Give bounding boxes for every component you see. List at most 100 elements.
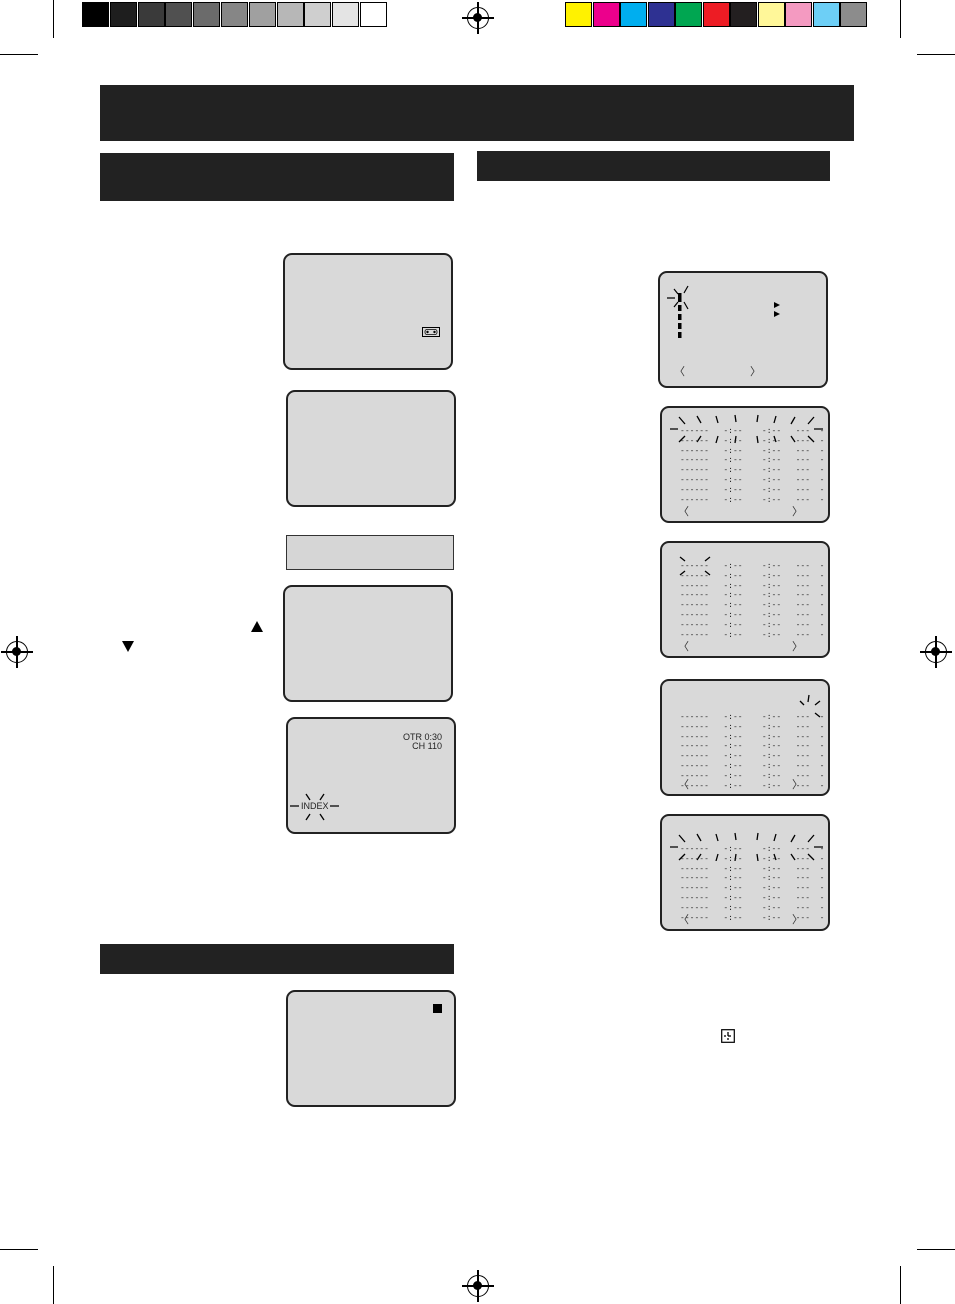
crop-mark [53, 0, 54, 38]
timer-grid-row: ------ -:-- -:-- --- - [680, 873, 825, 883]
left-section-heading-bar [100, 153, 454, 201]
color-swatch [592, 2, 620, 27]
registration-mark-icon [462, 2, 494, 34]
color-swatch [675, 2, 702, 27]
bracket-right: 〉 [792, 778, 803, 791]
otr-time-label: OTR 0:30 [402, 732, 442, 742]
crop-mark [917, 1249, 955, 1250]
gray-swatch [193, 2, 221, 27]
timer-grid-row: ------ -:-- -:-- --- - [680, 474, 825, 484]
channel-label: CH 110 [412, 741, 442, 751]
bracket-right: 〉 [792, 913, 803, 926]
timer-grid-row: ------ -:-- -:-- --- - [680, 629, 825, 639]
gray-swatch [360, 2, 387, 27]
timer-grid-row: ------ -:-- -:-- --- - [680, 912, 825, 922]
timer-grid-row: ------ -:-- -:-- --- - [680, 570, 825, 580]
registration-mark-icon [1, 636, 33, 668]
color-swatch [565, 2, 592, 27]
timer-grid-row: ------ -:-- -:-- --- - [680, 590, 825, 600]
bracket-left: 〈 [678, 640, 689, 653]
crop-mark [0, 54, 38, 55]
timer-grid-row: ------ -:-- -:-- --- - [680, 844, 825, 853]
crop-mark [900, 0, 901, 38]
tv-screen-2 [286, 390, 456, 507]
gray-swatch [332, 2, 360, 27]
tv-screen-timer-3: ------ -:-- -:-- --- ------- -:-- -:-- -… [660, 679, 830, 796]
tv-screen-timer-1: ------ -:-- -:-- --- ------- -:-- -:-- -… [660, 406, 830, 523]
timer-grid-row: ------ -:-- -:-- --- - [680, 445, 825, 455]
bracket-left: 〈 [678, 505, 689, 518]
timer-grid-row: ------ -:-- -:-- --- - [680, 609, 825, 619]
bracket-right: 〉 [792, 505, 803, 518]
timer-grid-row: ------ -:-- -:-- --- - [680, 892, 825, 902]
crop-mark [53, 1266, 54, 1304]
gray-swatch [137, 2, 165, 27]
timer-grid-row: ------ -:-- -:-- --- - [680, 484, 825, 494]
timer-grid-row: ------ -:-- -:-- --- - [680, 731, 825, 741]
up-arrow-icon [251, 621, 263, 632]
gray-swatch [248, 2, 276, 27]
bracket-right: 〉 [792, 640, 803, 653]
cursor-flash [667, 285, 689, 338]
timer-grid-row: ------ -:-- -:-- --- - [680, 426, 825, 435]
index-label: INDEX [301, 801, 329, 811]
gray-swatch [82, 2, 109, 27]
timer-grid: ------ -:-- -:-- --- ------- -:-- -:-- -… [680, 426, 825, 504]
bracket-left: 〈 [674, 365, 685, 378]
timer-grid-row: ------ -:-- -:-- --- - [680, 712, 825, 721]
index-flash-rays [290, 793, 339, 821]
tv-screen-timer-2: ------ -:-- -:-- --- ------- -:-- -:-- -… [660, 541, 830, 658]
cell-flash-rays [679, 556, 711, 576]
timer-grid-row: ------ -:-- -:-- --- - [680, 435, 825, 445]
timer-grid-row: ------ -:-- -:-- --- - [680, 883, 825, 893]
color-swatch [647, 2, 675, 27]
timer-grid-row: ------ -:-- -:-- --- - [680, 619, 825, 629]
timer-grid-row: ------ -:-- -:-- --- - [680, 561, 825, 570]
timer-grid-row: ------ -:-- -:-- --- - [680, 863, 825, 873]
color-swatch [840, 2, 867, 27]
right-section-heading-bar [477, 151, 830, 181]
cassette-icon [422, 327, 440, 337]
timer-grid-row: ------ -:-- -:-- --- - [680, 853, 825, 863]
tv-screen-menu: 〈 〉 [658, 271, 828, 388]
timer-grid: ------ -:-- -:-- --- ------- -:-- -:-- -… [680, 844, 825, 922]
crop-mark [0, 1249, 38, 1250]
timer-grid-row: ------ -:-- -:-- --- - [680, 494, 825, 504]
tv-screen-1 [283, 253, 453, 370]
bracket-right: 〉 [750, 365, 761, 378]
color-swatch [730, 2, 757, 27]
gray-swatch [304, 2, 332, 27]
timer-grid-row: ------ -:-- -:-- --- - [680, 780, 825, 790]
timer-grid-row: ------ -:-- -:-- --- - [680, 751, 825, 761]
play-arrow-icon [774, 302, 780, 308]
bracket-left: 〈 [678, 778, 689, 791]
color-swatch [620, 2, 647, 27]
crop-mark [917, 54, 955, 55]
timer-grid-row: ------ -:-- -:-- --- - [680, 902, 825, 912]
tv-screen-stop [286, 990, 456, 1107]
timer-grid: ------ -:-- -:-- --- ------- -:-- -:-- -… [680, 712, 825, 790]
tv-display-strip [286, 535, 454, 570]
gray-swatch [165, 2, 193, 27]
timer-grid-row: ------ -:-- -:-- --- - [680, 760, 825, 770]
bracket-left: 〈 [678, 913, 689, 926]
color-swatch [785, 2, 812, 27]
tv-screen-timer-4: ------ -:-- -:-- --- ------- -:-- -:-- -… [660, 814, 830, 931]
timer-grid: ------ -:-- -:-- --- ------- -:-- -:-- -… [680, 561, 825, 639]
registration-mark-icon [920, 636, 952, 668]
timer-grid-row: ------ -:-- -:-- --- - [680, 600, 825, 610]
timer-grid-row: ------ -:-- -:-- --- - [680, 741, 825, 751]
gray-swatch [276, 2, 304, 27]
timer-grid-row: ------ -:-- -:-- --- - [680, 770, 825, 780]
gray-swatch [221, 2, 248, 27]
lower-section-heading-bar [100, 944, 454, 974]
stop-icon [433, 1004, 442, 1013]
timer-grid-row: ------ -:-- -:-- --- - [680, 465, 825, 475]
color-swatch [812, 2, 840, 27]
page-title-bar [100, 85, 854, 141]
color-swatch [757, 2, 785, 27]
crop-mark [900, 1266, 901, 1304]
timer-grid-row: ------ -:-- -:-- --- - [680, 455, 825, 465]
down-arrow-icon [122, 641, 134, 652]
color-swatch [702, 2, 730, 27]
